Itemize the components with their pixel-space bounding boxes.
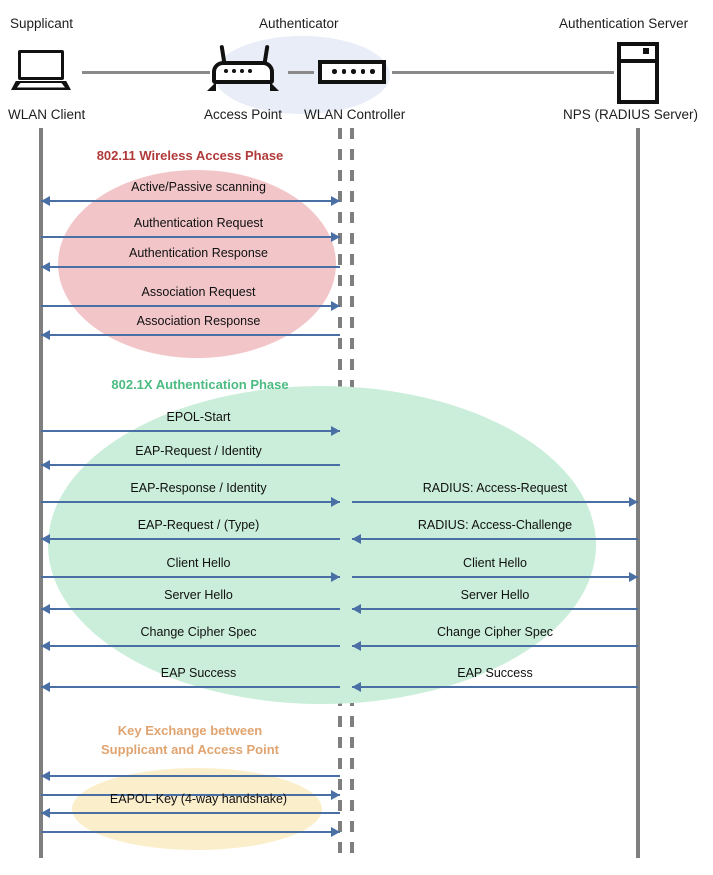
message-line bbox=[41, 831, 340, 833]
message-label: EPOL-Start bbox=[166, 410, 231, 424]
message-label: EAP-Response / Identity bbox=[130, 481, 267, 495]
message-line bbox=[41, 266, 340, 268]
message-label: Association Response bbox=[136, 314, 261, 328]
arrowhead-left-icon bbox=[41, 261, 50, 272]
message-label: Client Hello bbox=[166, 556, 231, 570]
message-line bbox=[41, 645, 340, 647]
message-line bbox=[352, 538, 638, 540]
laptop-icon bbox=[11, 50, 78, 92]
lifeline-authentication-server bbox=[636, 128, 640, 858]
actor-device-wlan-controller: WLAN Controller bbox=[304, 107, 406, 122]
message-line bbox=[41, 608, 340, 610]
arrowhead-left-icon bbox=[41, 807, 50, 818]
actor-device-access-point: Access Point bbox=[204, 107, 283, 122]
message-label: Change Cipher Spec bbox=[436, 625, 554, 639]
phase-title-key-exchange: Key Exchange between Supplicant and Acce… bbox=[101, 723, 279, 757]
message-line bbox=[41, 200, 340, 202]
actor-role-authentication-server: Authentication Server bbox=[559, 16, 689, 31]
message-label: EAP-Request / (Type) bbox=[137, 518, 260, 532]
message-label: Server Hello bbox=[164, 588, 233, 602]
message-line bbox=[352, 645, 638, 647]
message-label: Authentication Response bbox=[129, 246, 268, 260]
message-line bbox=[41, 236, 340, 238]
access-point-icon bbox=[207, 44, 279, 93]
message-line bbox=[41, 464, 340, 466]
message-line bbox=[352, 576, 638, 578]
phase-highlight-key-exchange bbox=[72, 768, 322, 850]
arrowhead-right-icon bbox=[331, 231, 340, 242]
message-label: Active/Passive scanning bbox=[131, 180, 266, 194]
wire-controller-to-server bbox=[392, 71, 614, 74]
phase-highlight-802-11 bbox=[58, 170, 336, 358]
message-line bbox=[41, 334, 340, 336]
arrowhead-right-icon bbox=[331, 789, 340, 800]
message-line bbox=[41, 794, 340, 796]
message-line bbox=[41, 775, 340, 777]
phase-title-802-11: 802.11 Wireless Access Phase bbox=[96, 148, 284, 163]
message-label: EAP-Request / Identity bbox=[135, 444, 262, 458]
message-line bbox=[352, 608, 638, 610]
arrowhead-left-icon bbox=[352, 603, 361, 614]
actor-device-nps-radius: NPS (RADIUS Server) bbox=[563, 107, 699, 122]
actor-role-supplicant: Supplicant bbox=[10, 16, 74, 31]
arrowhead-left-icon bbox=[352, 681, 361, 692]
arrowhead-right-icon bbox=[331, 571, 340, 582]
message-label: RADIUS: Access-Request bbox=[422, 481, 568, 495]
phase-highlight-802-1x bbox=[48, 386, 596, 704]
message-line bbox=[41, 501, 340, 503]
message-label: Client Hello bbox=[463, 556, 527, 570]
wire-client-to-ap bbox=[82, 71, 210, 74]
message-label: Authentication Request bbox=[133, 216, 264, 230]
message-line bbox=[352, 501, 638, 503]
arrowhead-right-icon bbox=[331, 425, 340, 436]
message-label: RADIUS: Access-Challenge bbox=[417, 518, 573, 532]
arrowhead-left-icon bbox=[352, 533, 361, 544]
arrowhead-left-icon bbox=[41, 603, 50, 614]
server-rack-icon bbox=[617, 42, 661, 106]
arrowhead-left-icon bbox=[41, 640, 50, 651]
message-line bbox=[41, 305, 340, 307]
actor-role-authenticator: Authenticator bbox=[259, 16, 339, 31]
message-label: EAP Success bbox=[160, 666, 237, 680]
message-line bbox=[352, 686, 638, 688]
phase-title-802-1x: 802.1X Authentication Phase bbox=[111, 377, 289, 392]
message-line bbox=[41, 812, 340, 814]
arrowhead-right-icon bbox=[331, 826, 340, 837]
arrowhead-right-icon bbox=[629, 571, 638, 582]
actor-device-wlan-client: WLAN Client bbox=[8, 107, 86, 122]
arrowhead-left-icon bbox=[352, 640, 361, 651]
message-label: EAP Success bbox=[457, 666, 533, 680]
arrowhead-right-icon bbox=[331, 300, 340, 311]
message-label: EAPOL-Key (4-way handshake) bbox=[109, 792, 288, 806]
wlan-controller-icon bbox=[318, 60, 388, 86]
message-label: Change Cipher Spec bbox=[140, 625, 257, 639]
arrowhead-right-icon bbox=[331, 195, 340, 206]
message-line bbox=[41, 576, 340, 578]
message-line bbox=[41, 430, 340, 432]
message-line bbox=[41, 686, 340, 688]
lifeline-supplicant bbox=[39, 128, 43, 858]
message-label: Association Request bbox=[141, 285, 256, 299]
wire-ap-to-controller bbox=[288, 71, 314, 74]
arrowhead-left-icon bbox=[41, 459, 50, 470]
arrowhead-left-icon bbox=[41, 533, 50, 544]
arrowhead-left-icon bbox=[41, 681, 50, 692]
arrowhead-left-icon bbox=[41, 195, 50, 206]
arrowhead-right-icon bbox=[629, 496, 638, 507]
message-label: Server Hello bbox=[460, 588, 530, 602]
arrowhead-right-icon bbox=[331, 496, 340, 507]
arrowhead-left-icon bbox=[41, 329, 50, 340]
message-line bbox=[41, 538, 340, 540]
arrowhead-left-icon bbox=[41, 770, 50, 781]
